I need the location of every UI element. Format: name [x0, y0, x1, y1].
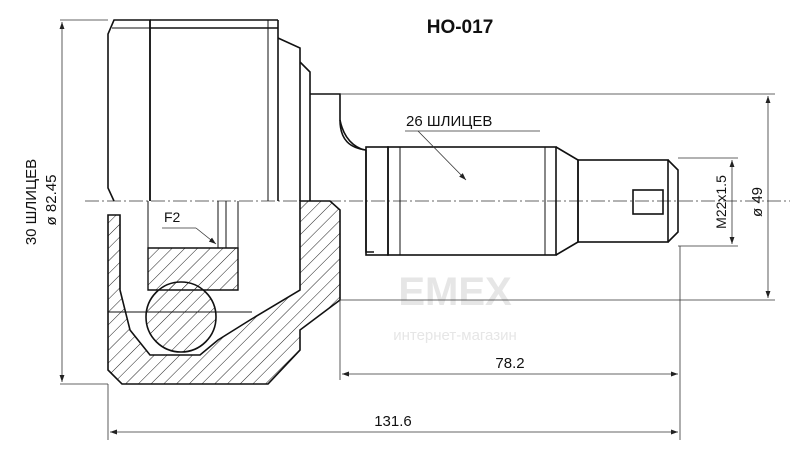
outer-diameter-value: ø 82.45: [43, 175, 60, 226]
housing-cross-section: [107, 200, 341, 385]
shaft-splines-label: 26 ШЛИЦЕВ: [406, 113, 492, 130]
housing-upper-outline: [107, 19, 367, 202]
seal-diameter-value: ø 49: [749, 187, 766, 217]
leader-lines: [162, 130, 540, 245]
total-length-value: 131.6: [374, 413, 412, 430]
f2-label: F2: [164, 209, 181, 225]
shaft: [339, 119, 679, 256]
housing-splines-label: 30 ШЛИЦЕВ: [23, 159, 40, 245]
shaft-length-value: 78.2: [495, 355, 524, 372]
dimension-lines: [59, 22, 771, 435]
part-number-title: HO-017: [427, 17, 494, 38]
thread-value: M22x1.5: [713, 175, 729, 229]
extension-lines: [60, 19, 775, 440]
watermark-caption: интернет-магазин: [393, 327, 517, 344]
watermark-logo: EMEX: [398, 270, 512, 314]
watermark: EMEX интернет-магазин: [393, 270, 517, 344]
ball: [145, 281, 217, 353]
